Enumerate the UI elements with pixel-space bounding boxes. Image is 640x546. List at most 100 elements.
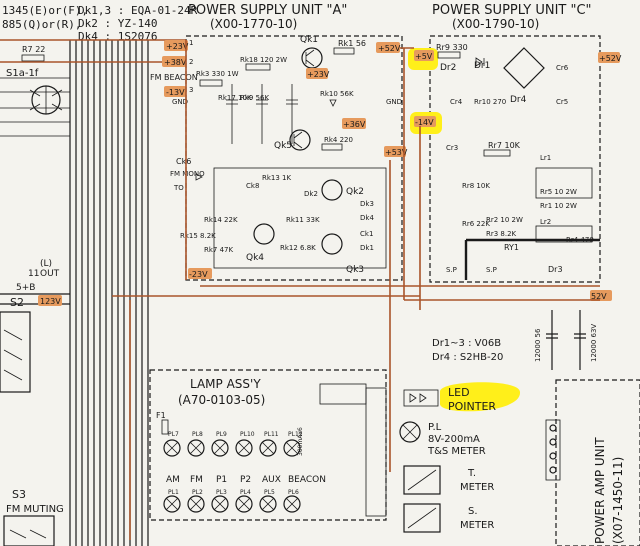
- pl-bottom-5: PL5: [259, 489, 277, 513]
- pl-top-2: PL8: [187, 431, 205, 457]
- s3-switch-box: [3, 515, 55, 546]
- lamp-assy-boundary: [149, 369, 387, 521]
- dk1-label: Rk10 56K: [320, 90, 354, 98]
- c-cap-1: 12000 56: [534, 328, 542, 362]
- dr2-label: Dr2: [440, 63, 456, 73]
- pl-bottom-2: PL2: [187, 489, 205, 513]
- lamp-assy-part: (A70-0103-05): [178, 393, 265, 407]
- svg-text:PL4: PL4: [240, 489, 251, 496]
- rk17-label: Ck1: [360, 230, 373, 238]
- psu-c-boundary: [429, 35, 601, 283]
- power-amp-title: POWER AMP UNIT: [593, 437, 607, 544]
- psu-a-out1-highlight: [376, 42, 400, 53]
- psu-a-bot: -23V: [189, 270, 208, 279]
- psu-a-pin-2: 2: [189, 58, 193, 66]
- qk3-label: Qk3: [346, 265, 364, 275]
- svg-text:PL10: PL10: [240, 431, 255, 438]
- pl-top-5: PL11: [259, 431, 279, 457]
- rr5-label: Rr5 10 2W: [540, 188, 577, 196]
- psu-c-out-highlight: [598, 52, 620, 63]
- lr2-label: Lr2: [540, 218, 551, 226]
- left-bus-lines: [69, 40, 149, 546]
- fm-mono-label: FM MONO: [170, 170, 205, 178]
- led-pointer-diodes: [409, 393, 427, 403]
- lamp-label-p2: P2: [240, 475, 251, 485]
- lamp-connector: [319, 383, 367, 405]
- rk12-label: Rk12 6.8K: [280, 244, 316, 252]
- rr6-label: Rr6 22K: [462, 220, 490, 228]
- rr3-label: Rr3 8.2K: [486, 230, 517, 238]
- psu-a-v1: +23V: [166, 42, 189, 51]
- psu-a-out2: +53V: [385, 148, 408, 157]
- rr9-resistor: [437, 51, 461, 59]
- rk16-label: Rk15 8.2K: [180, 232, 216, 240]
- header-line1: 1345(E)or(F),: [2, 4, 88, 17]
- rk1-resistor: [333, 47, 355, 55]
- psu-a-out1: +52V: [378, 44, 401, 53]
- psu-c-note1: Dr1~3 : V06B: [432, 338, 501, 349]
- left-pin11: 11: [28, 269, 39, 279]
- t-meter-label1: T.: [467, 468, 476, 479]
- svg-text:PL7: PL7: [168, 431, 179, 438]
- lamp-fuse: [161, 419, 169, 435]
- psu-a-qk1v: +23V: [307, 70, 330, 79]
- rk10-label: Dk2: [304, 190, 318, 198]
- left-voltage: 123V: [40, 297, 61, 306]
- t-meter-label2: METER: [460, 482, 494, 493]
- rk8-label: Dk4: [360, 214, 374, 222]
- rk7-label: Dk1: [360, 244, 374, 252]
- psu-c-p2: -14V: [415, 118, 434, 127]
- psu-c-bot: 52V: [591, 292, 607, 301]
- rr2-label: Rr2 10 2W: [486, 216, 523, 224]
- rr9-label: Rr9 330: [436, 43, 468, 52]
- dk4-label: Ck6: [176, 157, 191, 166]
- s-meter-label2: METER: [460, 520, 494, 531]
- rr8-label: Rr8 10K: [462, 182, 490, 190]
- psu-a-qk5v: +36V: [343, 120, 366, 129]
- psu-c-p1-highlight: [414, 50, 434, 61]
- pa-pin-4: [549, 466, 557, 474]
- qk5-label: Qk5: [274, 141, 292, 151]
- rk4-resistor: [321, 143, 343, 151]
- pl-top-6: PL12: [283, 431, 303, 457]
- cr5-label: Cr5: [556, 98, 568, 106]
- psu-c-p1: +5V: [415, 52, 433, 61]
- svg-text:PL1: PL1: [168, 489, 179, 496]
- left-l-label: (L): [40, 259, 52, 269]
- pl-bottom-row: PL1 PL2 PL3 PL4 PL5 PL6: [163, 489, 301, 513]
- rr1-label: Rr1 10 2W: [540, 202, 577, 210]
- psu-a-v2-highlight: [162, 56, 186, 67]
- svg-text:PL6: PL6: [288, 489, 299, 496]
- psu-a-v3: -13V: [166, 88, 185, 97]
- psu-a-title: POWER SUPPLY UNIT "A": [188, 3, 347, 18]
- to-label: TO: [173, 184, 184, 192]
- svg-text:PL11: PL11: [264, 431, 279, 438]
- header-line2: 885(Q)or(R),: [2, 18, 81, 31]
- psu-a-bot-highlight: [188, 268, 212, 279]
- svg-text:PL8: PL8: [192, 431, 203, 438]
- led-pointer-symbol: [403, 389, 439, 407]
- rk3-label: Rk3 330 1W: [196, 70, 239, 78]
- psu-a-qk5v-highlight: [342, 118, 366, 129]
- rk15-label: Rk14 22K: [204, 216, 238, 224]
- psu-c-sp1: S.P: [446, 266, 457, 274]
- left-switch-label: S1a-1f: [6, 68, 39, 79]
- psu-c-thick-traces: [464, 238, 600, 280]
- c-cap-2: 12000 63V: [590, 324, 598, 362]
- left-node-label: 5+B: [16, 283, 35, 293]
- s-meter-label1: S.: [468, 506, 478, 517]
- psu-c-bulk-caps: [546, 310, 586, 370]
- lamp-label-am: AM: [166, 475, 180, 485]
- rk9-label: Dk3: [360, 200, 374, 208]
- header-dk2: Dk2 : YZ-140: [78, 17, 157, 30]
- psu-c-part: (X00-1790-10): [452, 17, 539, 31]
- dr1-symbol: [475, 57, 485, 67]
- s2-switch-box: [0, 311, 31, 393]
- power-amp-connector: [545, 419, 561, 481]
- dk2-label: Rk9 56K: [240, 94, 270, 102]
- left-out-label: OUT: [40, 269, 60, 279]
- dk4-symbol: [195, 173, 203, 181]
- led-pointer-highlight: [439, 382, 521, 412]
